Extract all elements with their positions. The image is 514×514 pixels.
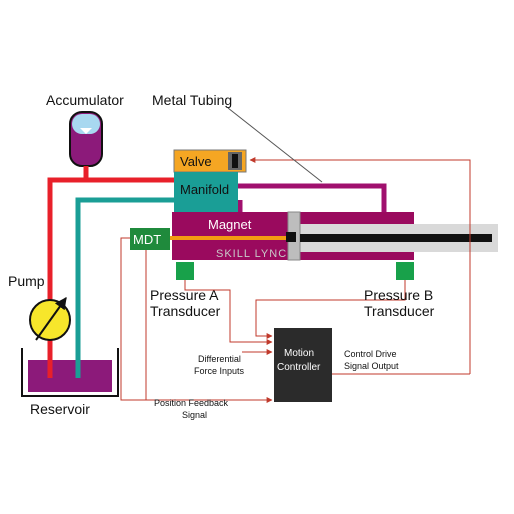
- pressure-a-signal-line: [184, 280, 273, 345]
- control-drive-signal-line: [249, 157, 471, 374]
- metal-tubing: [237, 183, 387, 212]
- pressure-a-label-line1: Pressure A: [150, 287, 219, 303]
- position-feedback-label-line1: Position Feedback: [154, 398, 229, 408]
- accumulator: [69, 111, 103, 167]
- magnet-ring: [286, 232, 296, 242]
- reservoir-tank: [21, 348, 119, 397]
- pressure-a-label-line2: Transducer: [150, 303, 221, 319]
- hydraulic-cylinder: SKILL LYNC: [162, 211, 498, 261]
- motion-controller: [274, 328, 332, 402]
- reservoir-label: Reservoir: [30, 401, 90, 417]
- differential-label-line1: Differential: [198, 354, 241, 364]
- motion-controller-label-line2: Controller: [277, 362, 321, 373]
- control-drive-label-line2: Signal Output: [344, 361, 399, 371]
- manifold: [174, 172, 238, 212]
- return-line: [75, 197, 178, 378]
- accumulator-label: Accumulator: [46, 92, 124, 108]
- pressure-b-signal-line: [255, 280, 406, 339]
- pressure-b-transducer: [396, 262, 414, 280]
- differential-label-line2: Force Inputs: [194, 366, 245, 376]
- signal-lines: [120, 157, 471, 403]
- pump: [29, 297, 71, 341]
- reservoir-fluid: [28, 360, 112, 392]
- motion-controller-label-line1: Motion: [284, 348, 314, 359]
- control-drive-label-line1: Control Drive: [344, 349, 397, 359]
- reservoir: [21, 348, 119, 397]
- metal-tubing-pointer: [227, 107, 323, 183]
- pressure-b-label-line2: Transducer: [364, 303, 435, 319]
- position-feedback-label-line2: Signal: [182, 410, 207, 420]
- metal-tubing-label: Metal Tubing: [152, 92, 232, 108]
- pressure-b-label-line1: Pressure B: [364, 287, 433, 303]
- rod-core: [300, 234, 492, 242]
- accumulator-gas: [72, 114, 100, 134]
- pressure-a-transducer: [176, 262, 194, 280]
- mdt-label: MDT: [133, 232, 161, 247]
- valve-label: Valve: [180, 154, 212, 169]
- pump-label: Pump: [8, 273, 45, 289]
- pump-variable-arrow-icon: [35, 297, 67, 341]
- mdt-sensor: [130, 228, 170, 250]
- watermark: SKILL LYNC: [216, 248, 287, 260]
- accumulator-bladder-icon: [80, 128, 92, 134]
- manifold-label: Manifold: [180, 182, 229, 197]
- magnet-label: Magnet: [208, 217, 252, 232]
- mdt-sensor-rod: [162, 236, 290, 240]
